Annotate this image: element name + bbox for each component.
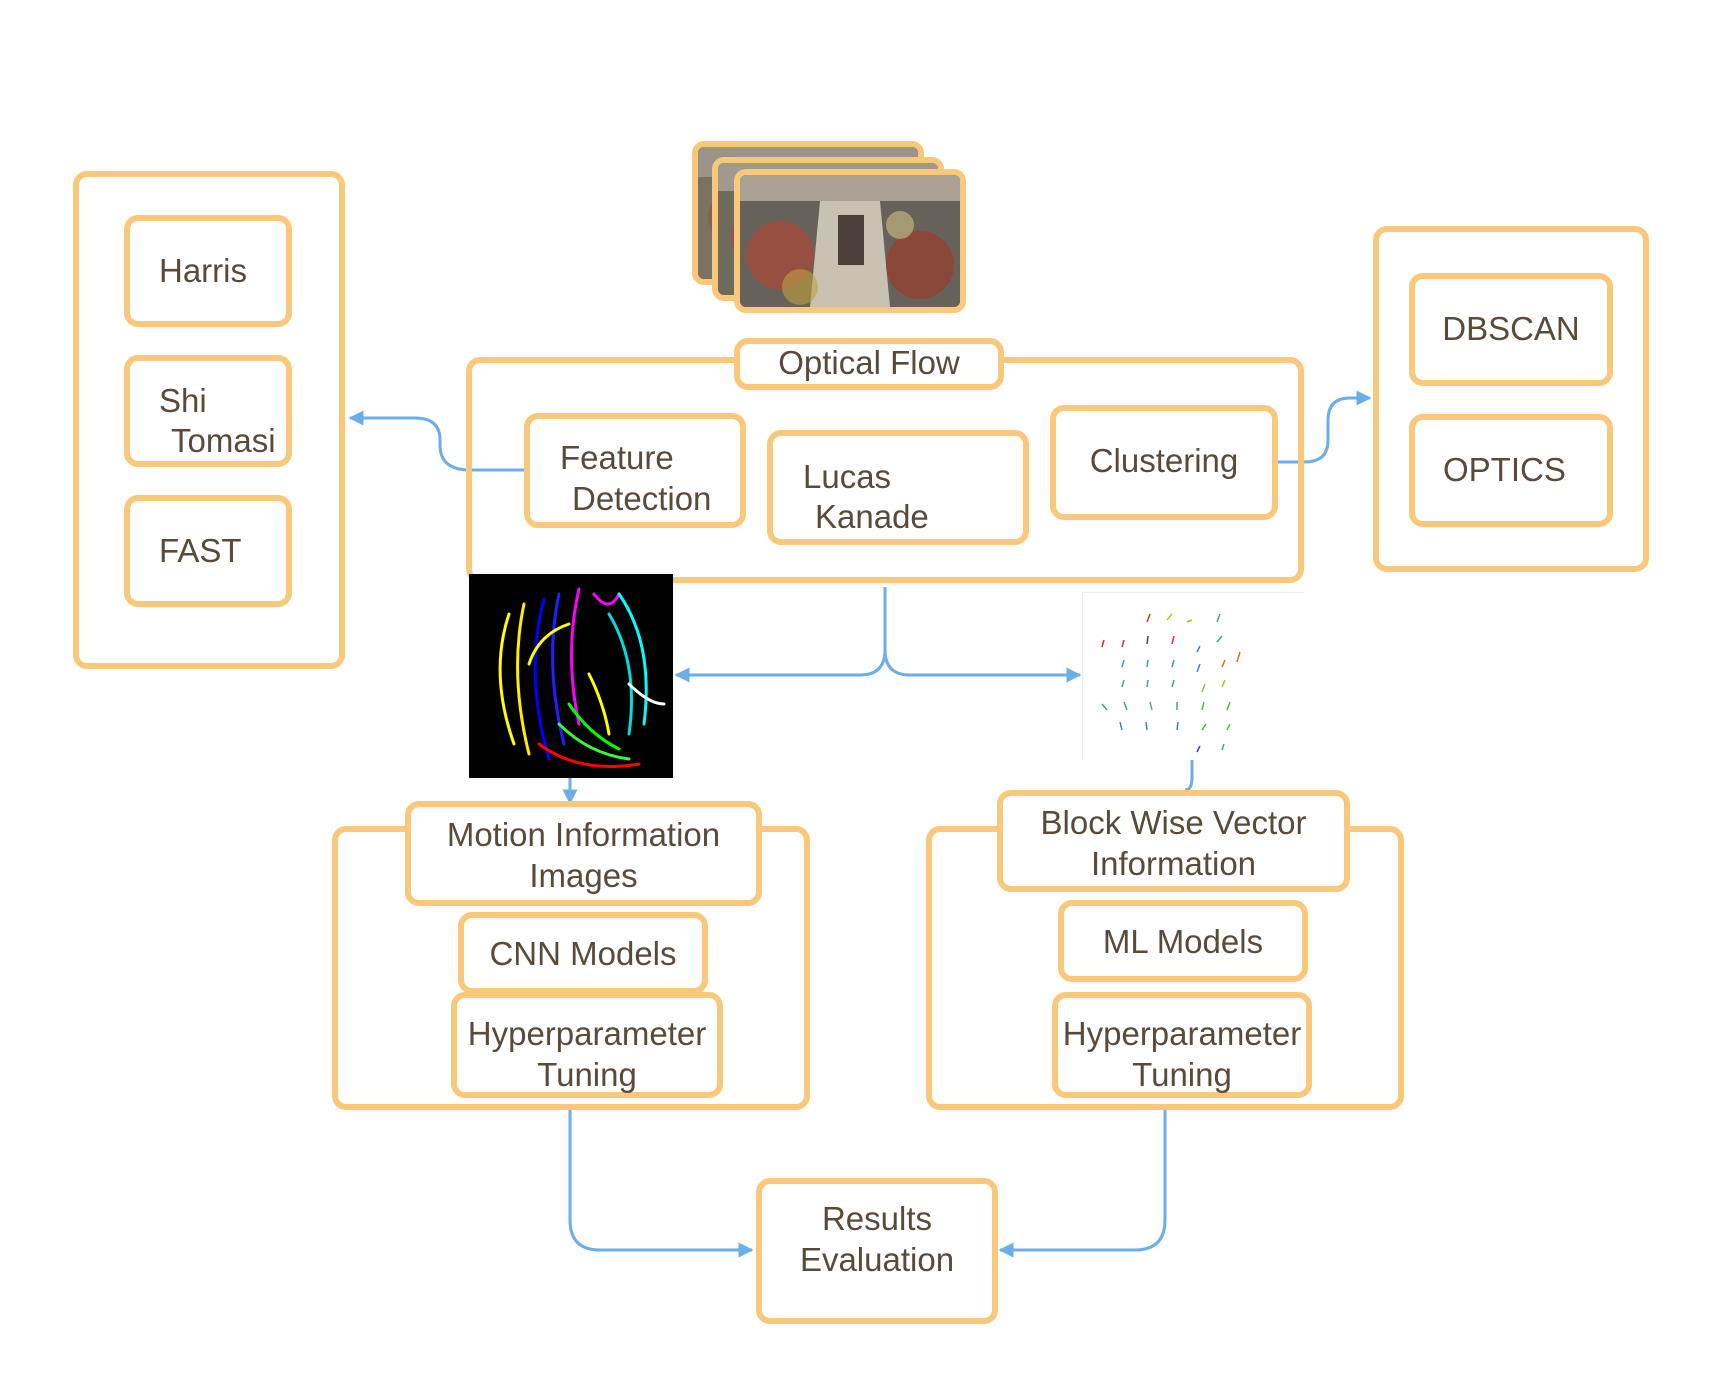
cnn-models-label: CNN Models (489, 935, 677, 972)
corner-detectors-panel (73, 171, 345, 669)
lucas-kanade-box[interactable] (767, 430, 1029, 545)
lucas-kanade-label-line2: Kanade (815, 498, 929, 535)
shi-tomasi-label-line1: Shi (159, 382, 207, 419)
fast-box[interactable] (124, 495, 292, 607)
crowd-image-front (740, 175, 960, 307)
right-hyperparameter-box[interactable] (1052, 992, 1312, 1098)
harris-box[interactable] (124, 215, 292, 327)
optical-flow-title: Optical Flow (778, 344, 960, 381)
ml-models-box[interactable] (1058, 900, 1308, 982)
arrow-to-clustering-methods (1278, 390, 1372, 464)
left-hyperparameter-label-line1: Hyperparameter (467, 1015, 707, 1052)
harris-label: Harris (159, 252, 247, 289)
block-wise-vector-label-line1: Block Wise Vector (1040, 804, 1307, 841)
lucas-kanade-label-line1: Lucas (803, 458, 892, 495)
dbscan-box[interactable] (1409, 273, 1613, 386)
arrow-to-right-branch (1184, 757, 1194, 792)
right-hyperparameter-label-line2: Tuning (1132, 1056, 1232, 1093)
shi-tomasi-box[interactable] (124, 355, 292, 467)
video-frame-front (734, 169, 966, 313)
optical-flow-title-box (734, 338, 1004, 390)
arrow-to-motion-image (674, 587, 887, 683)
clustering-label: Clustering (1089, 442, 1239, 479)
block-wise-vector-box (997, 790, 1350, 892)
arrow-to-vector-image (883, 649, 1082, 683)
clustering-box[interactable] (1050, 405, 1278, 520)
block-wise-vector-image (1082, 592, 1304, 760)
clustering-methods-panel (1373, 226, 1649, 572)
feature-detection-box[interactable] (524, 413, 746, 528)
motion-information-image (469, 574, 673, 778)
feature-detection-label-line1: Feature (560, 439, 674, 476)
cnn-models-box[interactable] (458, 912, 708, 994)
motion-information-box (405, 801, 762, 906)
ml-models-label: ML Models (1102, 923, 1264, 960)
arrow-to-corner-detectors (348, 410, 524, 472)
right-hyperparameter-label-line1: Hyperparameter (1062, 1015, 1302, 1052)
optics-label: OPTICS (1443, 451, 1566, 488)
arrow-right-to-results (998, 1110, 1167, 1258)
arrow-left-to-results (568, 1110, 754, 1258)
dbscan-label: DBSCAN (1442, 310, 1580, 347)
motion-information-label-line2: Images (529, 857, 638, 894)
left-hyperparameter-box[interactable] (451, 992, 723, 1098)
left-hyperparameter-label-line2: Tuning (537, 1056, 637, 1093)
results-evaluation-box[interactable] (756, 1178, 998, 1324)
motion-information-label-line1: Motion Information (446, 816, 721, 853)
fast-label: FAST (159, 532, 242, 569)
optics-box[interactable] (1409, 414, 1613, 527)
shi-tomasi-label-line2: Tomasi (171, 422, 276, 459)
feature-detection-label-line2: Detection (572, 480, 712, 517)
results-evaluation-label-line1: Results (821, 1200, 933, 1237)
results-evaluation-label-line2: Evaluation (799, 1241, 955, 1278)
block-wise-vector-label-line2: Information (1090, 845, 1257, 882)
